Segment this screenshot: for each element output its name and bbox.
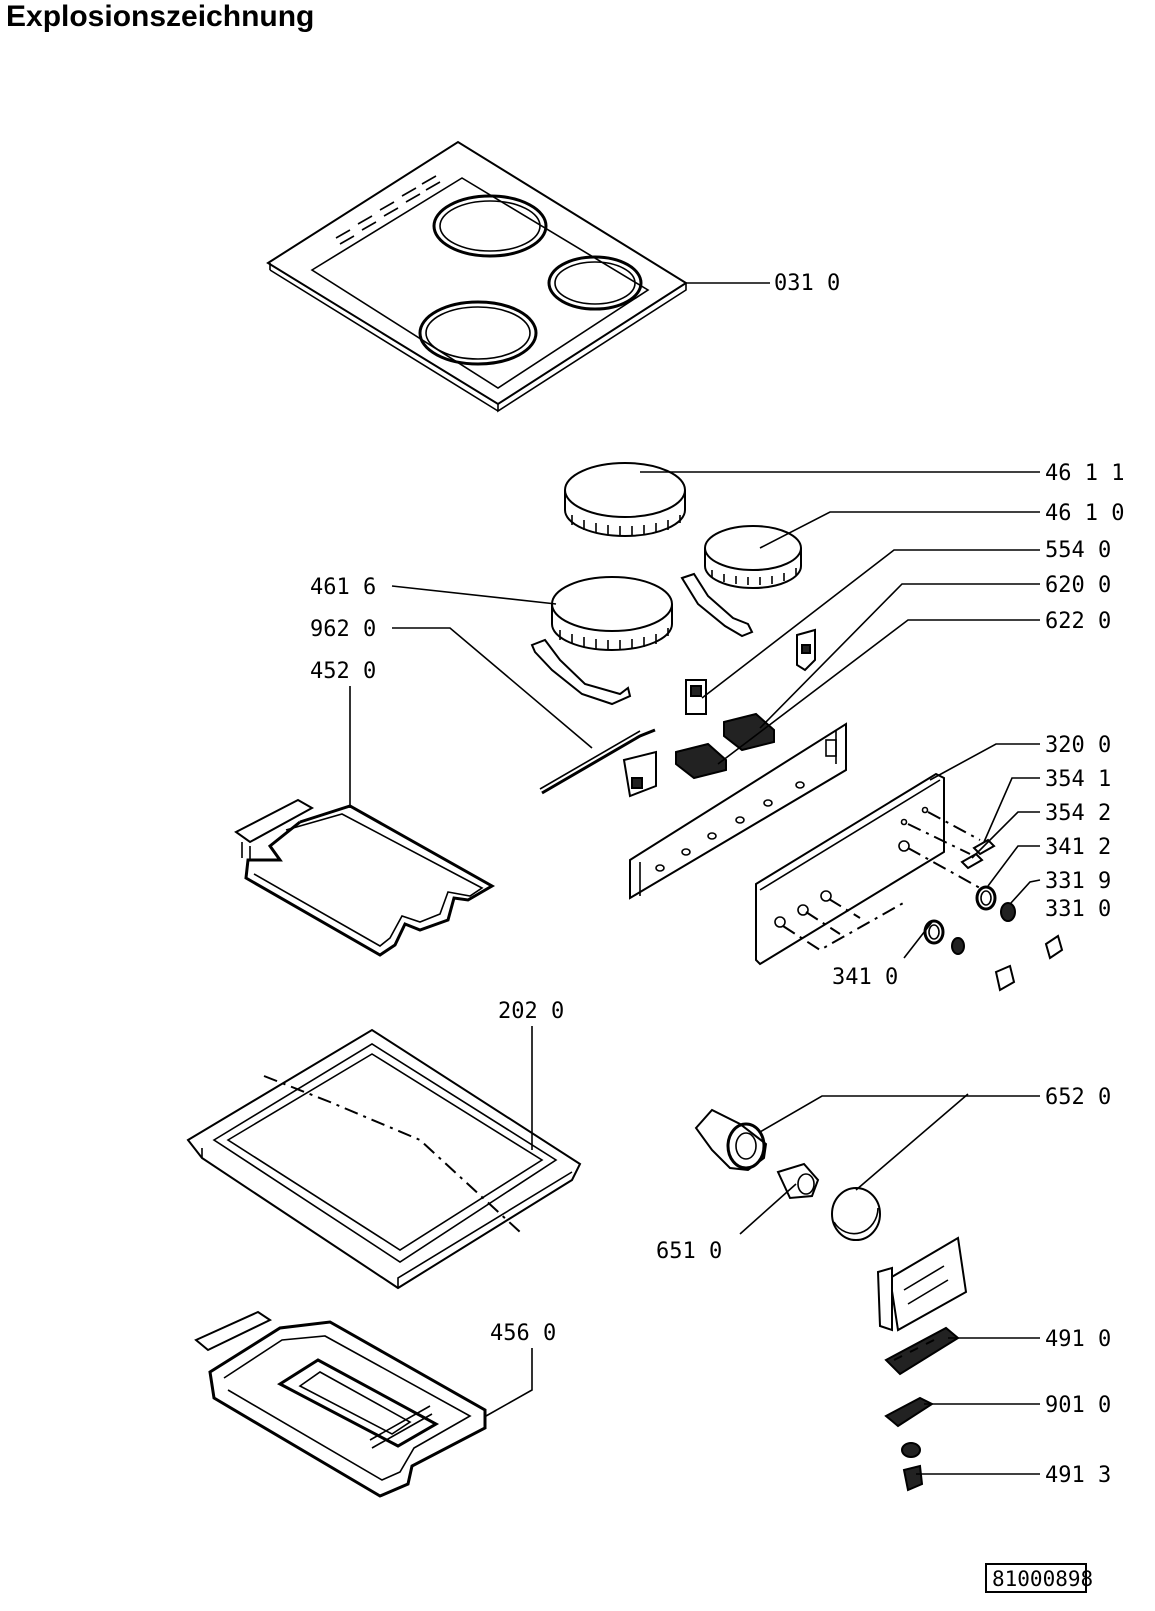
hotplate-small [704,525,802,589]
circuit-board [876,1236,968,1332]
callout-651-0: 651 0 [656,1239,722,1264]
callout-341-2: 341 2 [1045,835,1111,860]
callout-491-0: 491 0 [1045,1327,1111,1352]
foot-491-3 [902,1464,924,1492]
switch-620 [723,712,775,752]
switch-622 [675,742,727,780]
document-number-box: 81000898 [985,1563,1093,1593]
callout-labels: 031 0 46 1 1 46 1 0 554 0 620 0 622 0 46… [310,271,1124,1488]
callout-461-6: 461 6 [310,575,376,600]
terminal-block-491-0 [884,1326,960,1376]
clip-lower [622,750,657,798]
indicator-lamp-354-2 [960,852,984,870]
callout-331-9: 331 9 [1045,869,1111,894]
hotplate-bracket-left [530,638,632,706]
top-heating-element [234,798,496,957]
hob-top-plate [266,140,688,413]
callout-461-1: 46 1 1 [1045,461,1124,486]
knob-small-a [951,937,965,955]
control-panel-front-320 [755,772,981,966]
leader-lines [349,282,1041,1475]
callout-354-1: 354 1 [1045,767,1111,792]
clip-upper [796,628,816,672]
lamp-cover-652 [831,1187,881,1241]
document-number: 81000898 [992,1567,1093,1591]
callout-456-0: 456 0 [490,1321,556,1346]
callout-331-0: 331 0 [1045,897,1111,922]
terminal-block-554 [685,679,707,715]
callout-354-2: 354 2 [1045,801,1111,826]
hotplate-medium [551,576,673,651]
oven-ceiling-panel [186,1028,582,1290]
oven-lamp-holder [694,1108,768,1172]
callout-622-0: 622 0 [1045,609,1111,634]
lamp-bulb-651 [776,1162,820,1200]
callout-461-0: 46 1 0 [1045,501,1124,526]
hotplate-bracket-right [680,572,754,638]
knob-331-0-b [994,964,1016,992]
hotplate-large [564,462,686,537]
page-title: Explosionszeichnung [6,0,315,33]
callout-620-0: 620 0 [1045,573,1111,598]
control-panel-rear [629,722,847,900]
callout-962-0: 962 0 [310,617,376,642]
callout-901-0: 901 0 [1045,1393,1111,1418]
ring-341-2 [975,885,997,911]
bottom-heating-element [194,1310,487,1498]
callout-491-3: 491 3 [1045,1463,1111,1488]
callout-320-0: 320 0 [1045,733,1111,758]
connector-901-0 [884,1396,935,1428]
ring-341-0 [923,919,945,945]
callout-554-0: 554 0 [1045,538,1111,563]
cap-small [901,1442,921,1458]
callout-452-0: 452 0 [310,659,376,684]
probe-962 [539,728,656,795]
knob-331-9 [1000,902,1016,922]
knob-331-0-a [1044,934,1064,960]
callout-652-0: 652 0 [1045,1085,1111,1110]
callout-341-0: 341 0 [832,965,898,990]
callout-202-0: 202 0 [498,999,564,1024]
callout-031-0: 031 0 [774,271,840,296]
